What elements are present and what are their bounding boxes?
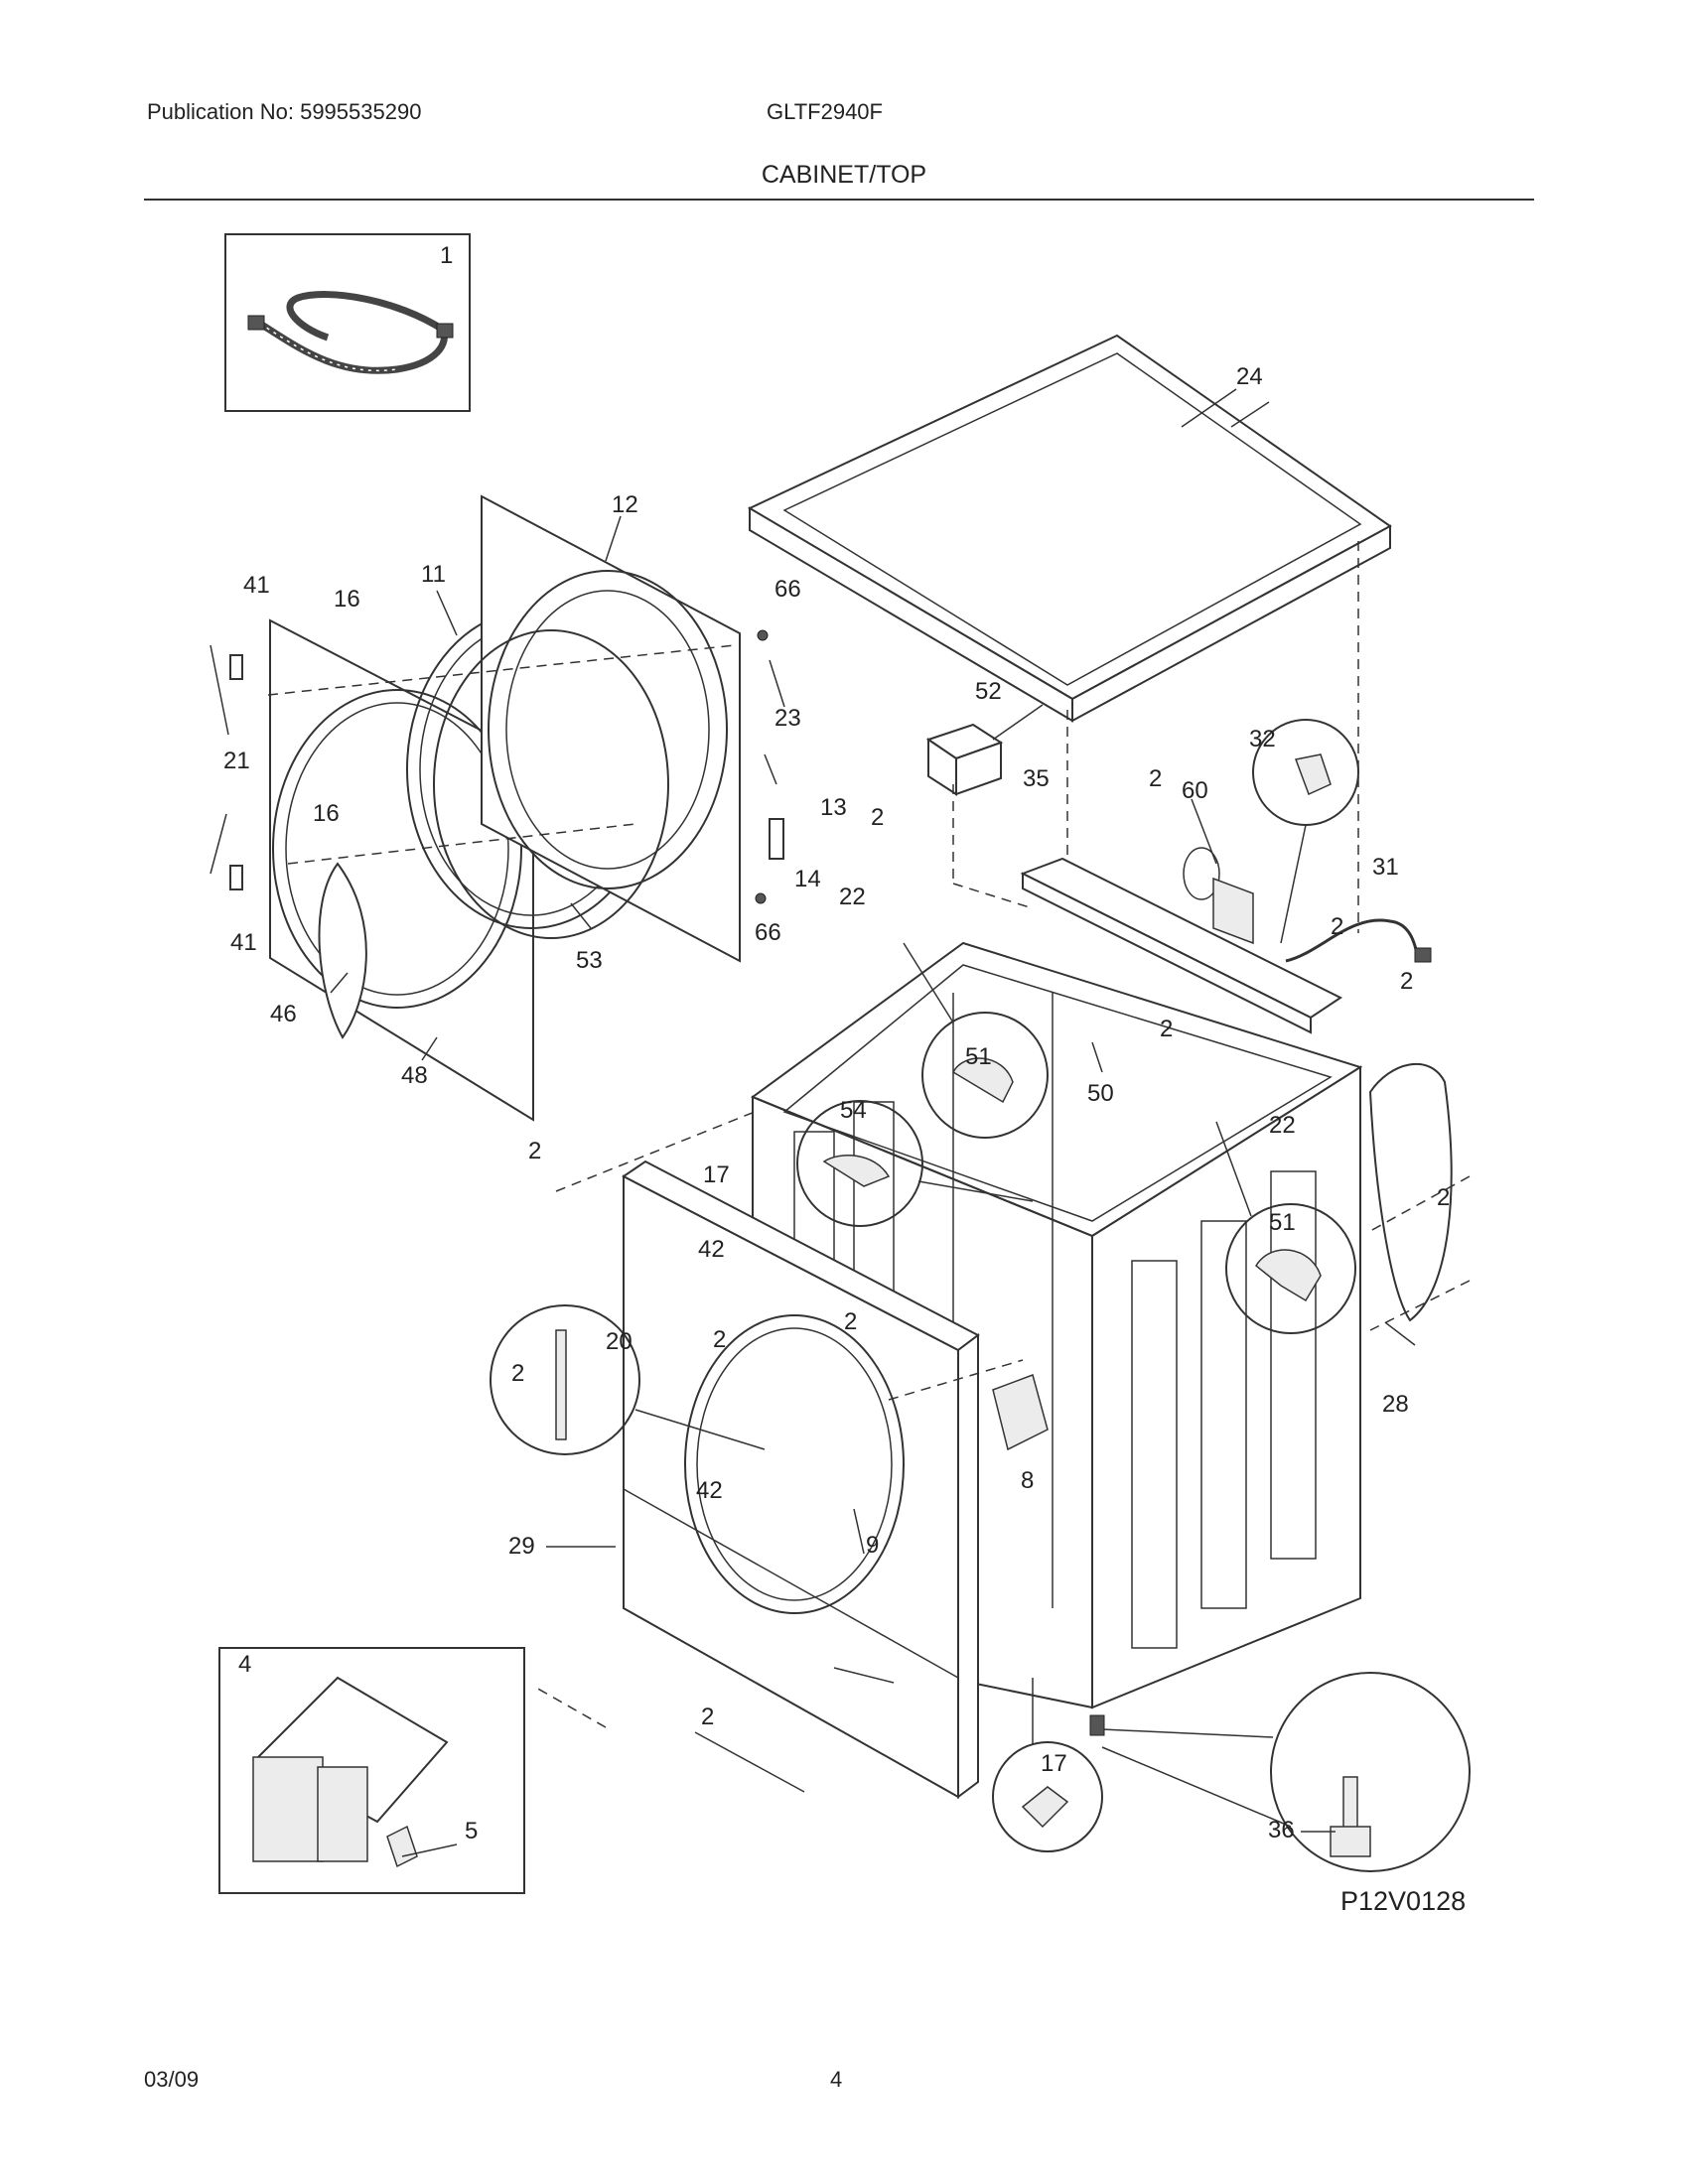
callout-2-frame-right: 2 — [844, 1308, 858, 1335]
motor-control-board — [992, 1374, 1049, 1451]
footer-date: 03/09 — [144, 2067, 200, 2092]
callout-51-lower: 51 — [1269, 1209, 1296, 1236]
header-rule — [144, 199, 1534, 201]
callout-52: 52 — [975, 678, 1002, 705]
callout-2-bottom: 2 — [701, 1704, 715, 1730]
callout-1: 1 — [440, 242, 454, 269]
callout-2-frame: 2 — [713, 1326, 727, 1353]
model-number: GLTF2940F — [767, 99, 883, 124]
callout-2-mid: 2 — [1160, 1016, 1174, 1042]
callout-35: 35 — [1023, 765, 1050, 792]
section-title: CABINET/TOP — [761, 161, 927, 189]
detail-circle-32 — [1252, 719, 1359, 944]
callout-4: 4 — [238, 1651, 252, 1678]
callout-17-lower: 17 — [1041, 1750, 1067, 1777]
callout-42-lower: 42 — [696, 1477, 723, 1504]
callout-54: 54 — [840, 1097, 867, 1124]
detail-circle-51-bottom — [1215, 1121, 1356, 1334]
cabinet — [750, 941, 1363, 1709]
publication-number: Publication No: 5995535290 — [147, 99, 422, 124]
callout-21: 21 — [223, 748, 250, 774]
callout-29: 29 — [508, 1533, 535, 1560]
callout-2-side: 2 — [1437, 1184, 1451, 1211]
callout-16-lower: 16 — [313, 800, 340, 827]
hinge-parts — [755, 629, 785, 904]
callout-32: 32 — [1249, 726, 1276, 752]
callout-20: 20 — [606, 1328, 633, 1355]
front-frame — [622, 1160, 980, 1799]
front-panel — [269, 618, 534, 1122]
detail-circle-51-top — [903, 942, 1049, 1139]
callout-22-right: 22 — [1269, 1112, 1296, 1139]
left-hinge-brackets — [210, 644, 243, 890]
callout-2-cord: 2 — [1331, 913, 1344, 940]
callout-48: 48 — [401, 1062, 428, 1089]
callout-2-top: 2 — [1149, 765, 1163, 792]
callout-16: 16 — [334, 586, 360, 613]
callout-9: 9 — [866, 1532, 880, 1559]
callout-2-right: 2 — [1400, 968, 1414, 995]
component-box — [925, 723, 1004, 796]
detail-circle-20 — [490, 1304, 766, 1455]
callout-41: 41 — [243, 572, 270, 599]
top-panel — [747, 334, 1392, 723]
callout-2-bracket: 2 — [871, 804, 885, 831]
callout-28: 28 — [1382, 1391, 1409, 1418]
callout-36: 36 — [1268, 1817, 1295, 1843]
callout-11: 11 — [421, 561, 446, 588]
inset-hose — [224, 233, 471, 412]
callout-50: 50 — [1087, 1080, 1114, 1107]
callout-13: 13 — [820, 794, 847, 821]
callout-66: 66 — [774, 576, 801, 603]
callout-12: 12 — [612, 491, 638, 518]
callout-22: 22 — [839, 884, 866, 910]
figure-code: P12V0128 — [1340, 1886, 1467, 1916]
page-number: 4 — [830, 2067, 843, 2092]
callout-66-lower: 66 — [755, 919, 781, 946]
callout-14: 14 — [794, 866, 821, 892]
callout-5: 5 — [465, 1818, 479, 1844]
callout-53: 53 — [576, 947, 603, 974]
callout-8: 8 — [1021, 1467, 1035, 1494]
callout-60: 60 — [1182, 777, 1208, 804]
callout-24: 24 — [1236, 363, 1263, 390]
callout-51: 51 — [965, 1043, 992, 1070]
detail-circle-54 — [796, 1100, 1034, 1227]
callout-2-inset: 2 — [511, 1360, 525, 1387]
back-panel — [433, 494, 741, 963]
callout-17: 17 — [703, 1161, 730, 1188]
callout-2-left: 2 — [528, 1138, 542, 1164]
detail-circle-17 — [992, 1678, 1103, 1852]
callout-41-lower: 41 — [230, 929, 257, 956]
callout-23: 23 — [774, 705, 801, 732]
callout-42: 42 — [698, 1236, 725, 1263]
side-panel — [1368, 1063, 1453, 1322]
control-bracket — [1020, 847, 1342, 1034]
inset-heater — [218, 1647, 525, 1894]
callout-31: 31 — [1372, 854, 1399, 881]
detail-circle-36 — [1101, 1672, 1471, 1872]
callout-46: 46 — [270, 1001, 297, 1027]
